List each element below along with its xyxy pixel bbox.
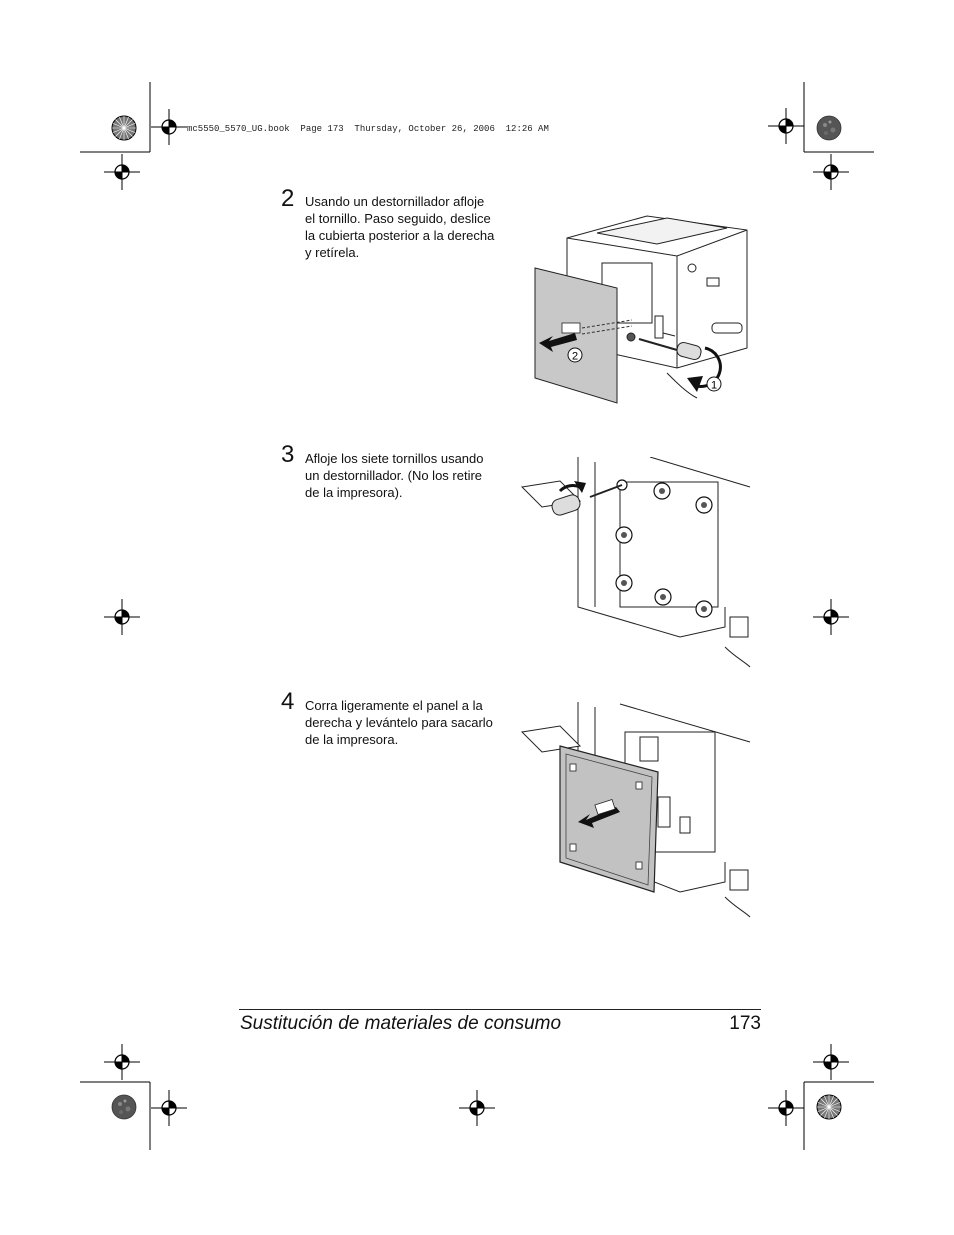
step-line: de la impresora. bbox=[305, 732, 399, 747]
step-line: Corra ligeramente el panel a la bbox=[305, 698, 483, 713]
print-header-info: mc5550_5570_UG.book Page 173 Thursday, O… bbox=[187, 124, 549, 134]
footer-section-title: Sustitución de materiales de consumo bbox=[240, 1013, 562, 1034]
step-instructions: Usando un destornillador afloje el torni… bbox=[305, 193, 510, 261]
callout-label: 2 bbox=[572, 351, 578, 363]
step-line: de la impresora). bbox=[305, 485, 403, 500]
step-line: derecha y levántelo para sacarlo bbox=[305, 715, 493, 730]
illustration-lift-panel-off bbox=[520, 702, 751, 918]
step-line: un destornillador. (No los retire bbox=[305, 468, 483, 483]
step-line: Usando un destornillador afloje bbox=[305, 194, 485, 209]
step-number: 4 bbox=[281, 688, 295, 715]
step-line: la cubierta posterior a la derecha bbox=[305, 228, 495, 243]
page-number: 173 bbox=[729, 1013, 761, 1034]
illustration-loosen-seven-screws bbox=[520, 457, 751, 668]
step-instructions: Afloje los siete tornillos usando un des… bbox=[305, 450, 510, 501]
step-line: y retírela. bbox=[305, 245, 360, 260]
step-line: Afloje los siete tornillos usando bbox=[305, 451, 484, 466]
illustration-remove-rear-cover: 2 1 bbox=[534, 215, 748, 404]
step-number: 2 bbox=[281, 185, 295, 212]
step-line: el tornillo. Paso seguido, deslice bbox=[305, 211, 491, 226]
callout-label: 1 bbox=[711, 380, 717, 392]
step-instructions: Corra ligeramente el panel a la derecha … bbox=[305, 697, 510, 748]
footer-rule bbox=[239, 1009, 761, 1010]
step-number: 3 bbox=[281, 441, 295, 468]
